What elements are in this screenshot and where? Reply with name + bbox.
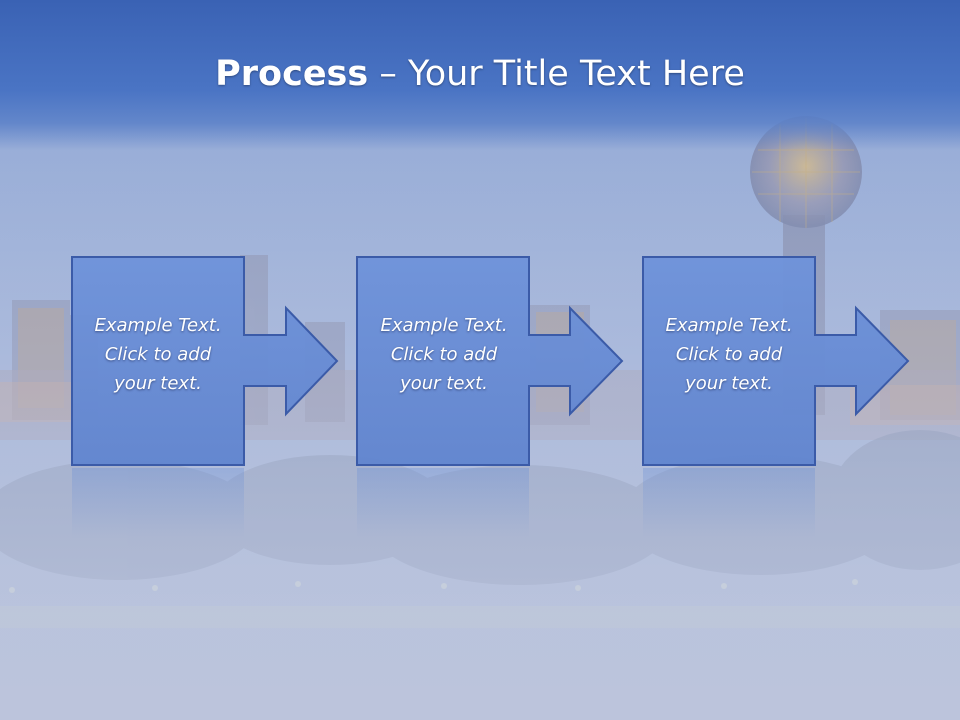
step-1-line-2: Click to add [104,344,212,365]
process-step-1-shape[interactable] [71,256,339,538]
step-1-line-3: your text. [114,373,202,394]
step-3-line-1: Example Text. [665,315,793,336]
step-3-line-3: your text. [685,373,773,394]
step-2-line-3: your text. [400,373,488,394]
process-step-2-shape[interactable] [356,256,624,538]
slide-title[interactable]: Process – Your Title Text Here [0,52,960,96]
step-2-line-2: Click to add [390,344,498,365]
process-step-3-text[interactable]: Example Text. Click to add your text. [643,311,815,398]
title-bold-part: Process [215,54,369,94]
process-step-3-shape[interactable] [642,256,910,538]
process-step-2-text[interactable]: Example Text. Click to add your text. [358,311,530,398]
step-3-line-2: Click to add [675,344,783,365]
process-step-1-text[interactable]: Example Text. Click to add your text. [72,311,244,398]
title-band [0,0,960,150]
step-2-line-1: Example Text. [380,315,508,336]
title-rest-part: – Your Title Text Here [368,54,745,94]
step-1-line-1: Example Text. [94,315,222,336]
